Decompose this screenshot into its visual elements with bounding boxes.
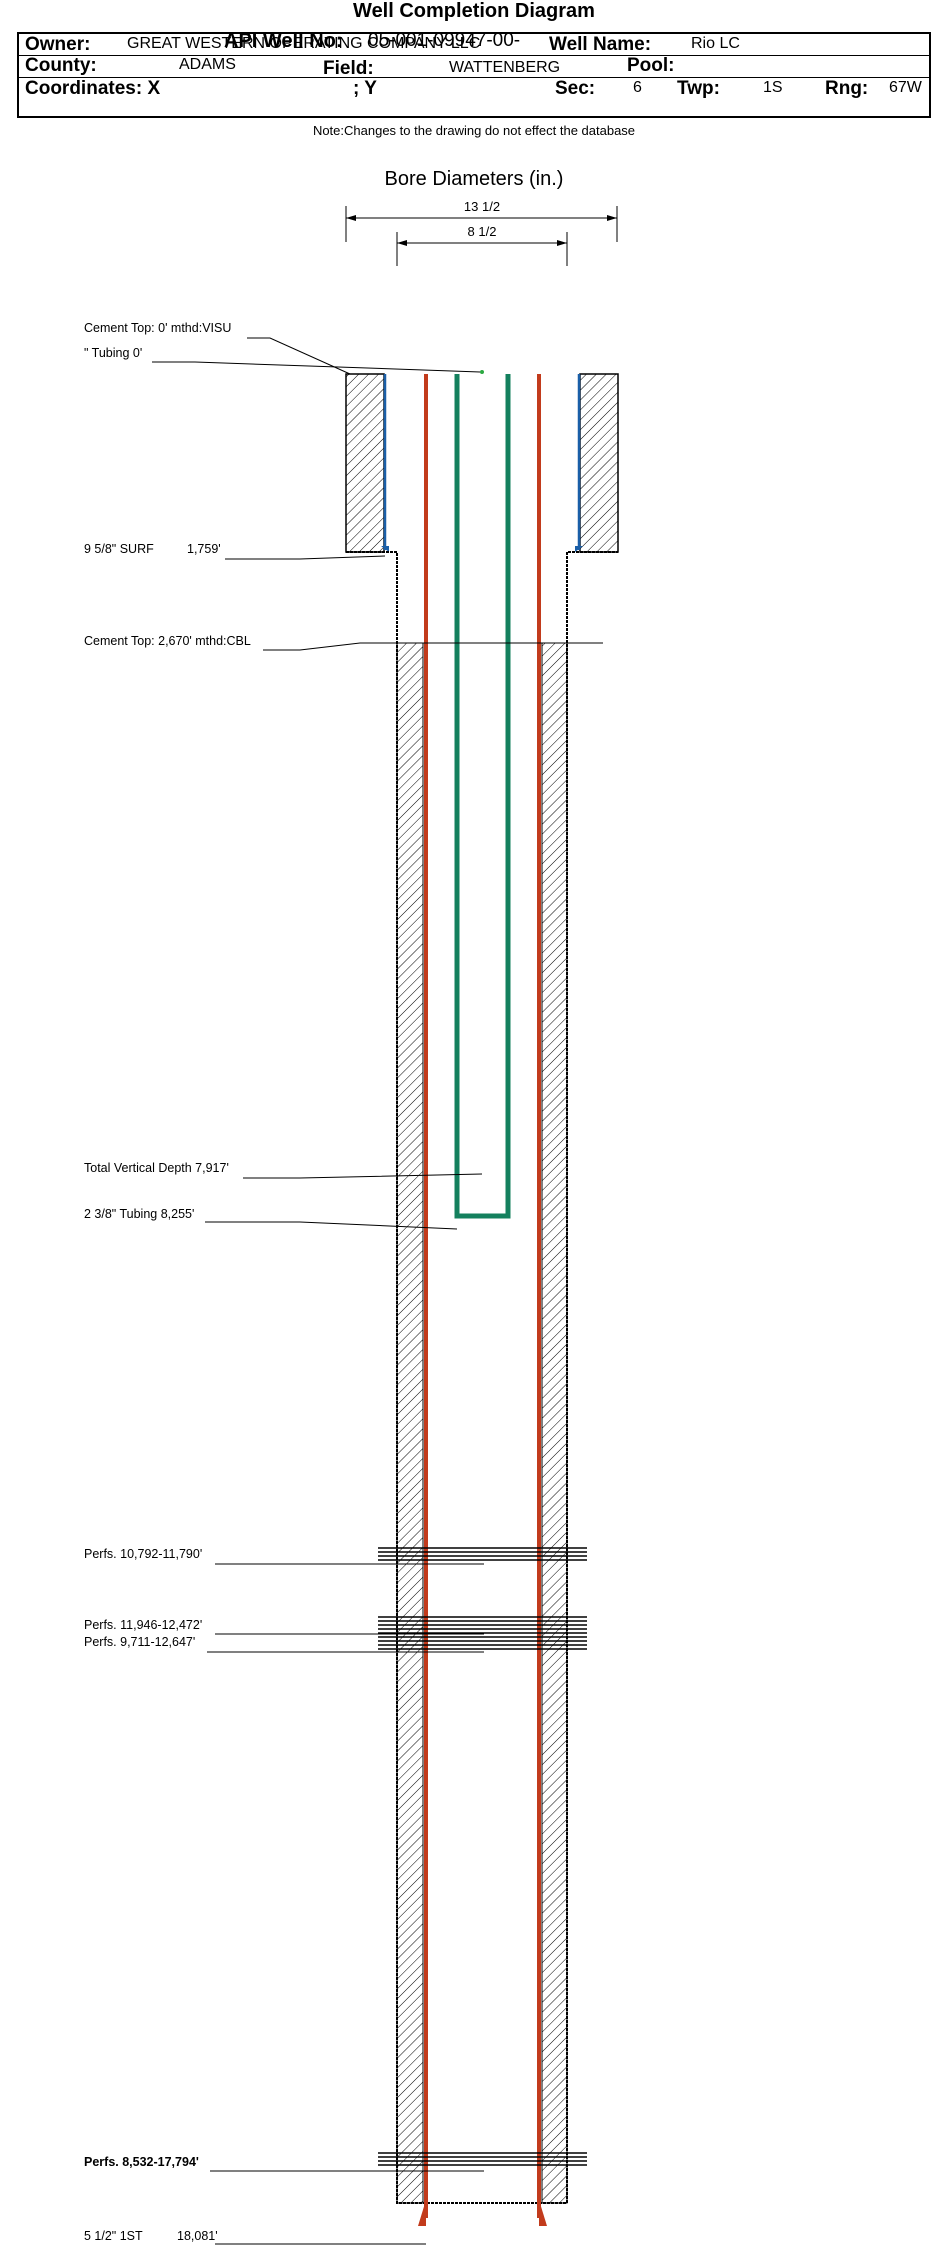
surface-casing-leader [225, 555, 386, 560]
county-label: County: [25, 55, 97, 76]
production-casing-shoe-right [539, 2200, 547, 2226]
production-casing-label: 5 1/2" 1ST [84, 2229, 143, 2243]
api-label: API Well No: [224, 30, 343, 52]
twp-label: Twp: [677, 78, 720, 99]
twp-value: 1S [763, 79, 783, 96]
bore-inner-arrow-left [397, 240, 407, 246]
cement-top-production-leader [263, 642, 603, 651]
coordinates-row: Coordinates: X ; Y Sec: 6 Twp: 1S Rng: 6… [19, 78, 929, 100]
pool-label: Pool: [627, 55, 675, 76]
perfs-1-label: Perfs. 10,792-11,790' [84, 1547, 202, 1561]
cement-top-surface-label: Cement Top: 0' mthd:VISU [84, 321, 231, 335]
surface-casing-label: 9 5/8" SURF [84, 542, 154, 556]
field-label: Field: [323, 58, 374, 79]
borehole-outline-left [346, 551, 618, 2204]
surface-cement-left [345, 373, 385, 553]
tvd-label: Total Vertical Depth 7,917' [84, 1161, 229, 1175]
surface-casing-depth: 1,759' [187, 542, 221, 556]
owner-row: Owner: GREAT WESTERN OPERATING COMPANY L… [19, 34, 929, 56]
tubing-depth-leader [205, 1221, 458, 1230]
tubing-string [454, 374, 511, 1219]
production-cement-right [541, 642, 568, 2204]
sec-label: Sec: [555, 78, 596, 99]
perfs-2-label: Perfs. 11,946-12,472' [84, 1618, 202, 1632]
tubing-top-marker [480, 370, 484, 374]
perfs-4-label: Perfs. 8,532-17,794' [84, 2155, 199, 2169]
diagram-title: Well Completion Diagram [353, 0, 595, 22]
tubing-depth-label: 2 3/8" Tubing 8,255' [84, 1207, 194, 1221]
surface-casing-shoe-right [575, 546, 583, 552]
bore-inner-arrow-right [557, 240, 567, 246]
well-name-label: Well Name: [549, 34, 652, 55]
rng-value: 67W [889, 79, 922, 96]
field-value: WATTENBERG [449, 59, 561, 76]
coordinates-label: Coordinates: X [25, 78, 161, 99]
owner-label: Owner: [25, 34, 91, 55]
perfs-3-label: Perfs. 9,711-12,647' [84, 1635, 195, 1649]
sec-value: 6 [633, 79, 642, 96]
tubing-top-label: " Tubing 0' [84, 346, 142, 360]
bore-outer-arrow-left [346, 215, 356, 221]
y-coordinate-label: ; Y [353, 78, 377, 99]
perforations-4 [378, 2152, 587, 2166]
bore-inner-label: 8 1/2 [468, 224, 497, 239]
county-row: County: ADAMS Field: WATTENBERG Pool: [19, 55, 929, 79]
well-name-value: Rio LC [691, 35, 740, 52]
production-casing-shoe-left [418, 2200, 426, 2226]
county-value: ADAMS [179, 56, 236, 73]
perforations-2 [378, 1616, 587, 1650]
database-note: Note:Changes to the drawing do not effec… [312, 123, 636, 138]
cement-top-surface-leader [247, 337, 351, 375]
tubing-top-leader [152, 361, 481, 373]
surface-cement-right [579, 373, 619, 553]
rng-label: Rng: [825, 78, 869, 99]
tvd-leader [243, 1173, 483, 1179]
surface-casing-shoe-left [381, 546, 389, 552]
bore-outer-arrow-right [607, 215, 617, 221]
well-info-table: Owner: GREAT WESTERN OPERATING COMPANY L… [17, 32, 931, 118]
production-cement-left [396, 642, 424, 2204]
owner-value: GREAT WESTERN OPERATING COMPANY LLC [127, 35, 481, 52]
cement-top-production-label: Cement Top: 2,670' mthd:CBL [84, 634, 251, 648]
api-value: 05-001-09947-00- [368, 30, 521, 51]
production-casing-depth: 18,081' [177, 2229, 218, 2243]
bore-outer-label: 13 1/2 [464, 199, 500, 214]
perforations-1 [378, 1547, 587, 1561]
bore-diameters-title: Bore Diameters (in.) [385, 168, 564, 190]
